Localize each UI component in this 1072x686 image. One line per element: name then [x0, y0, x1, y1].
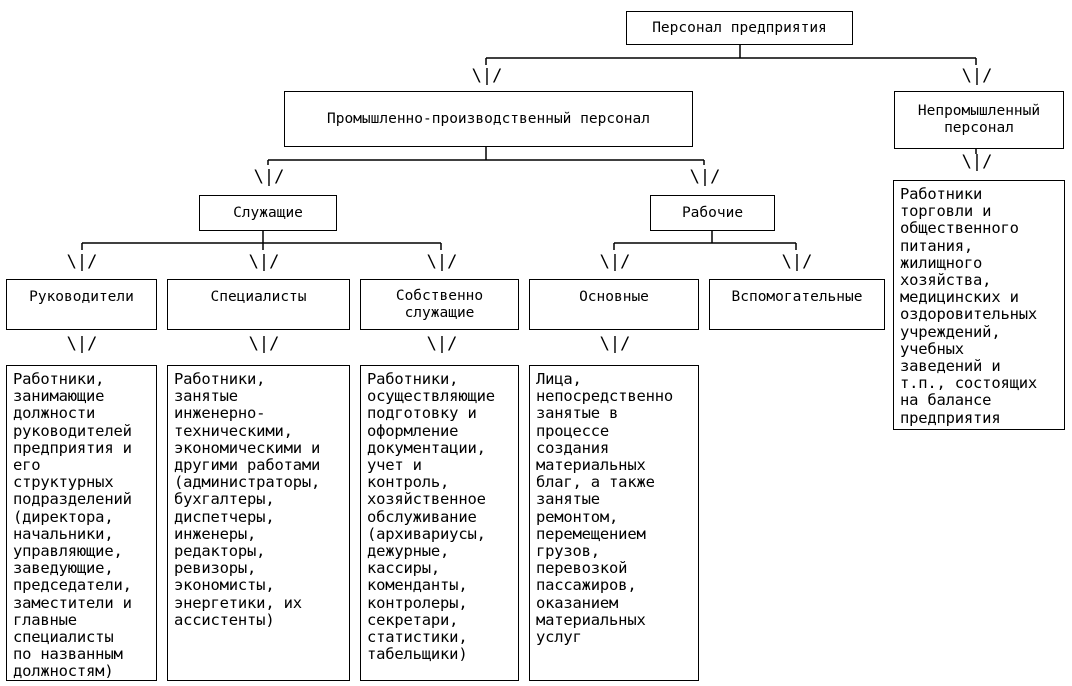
node-nonindustrial-personnel: Непромышленный персонал: [894, 91, 1064, 149]
node-root: Персонал предприятия: [626, 11, 853, 45]
arrow-icon: \|/: [961, 66, 993, 86]
node-managers: Руководители: [6, 279, 157, 330]
node-main-workers: Основные: [529, 279, 699, 330]
desc-clerks: Работники, осуществляющие подготовку и о…: [360, 365, 519, 681]
arrow-icon: \|/: [66, 252, 98, 272]
arrow-icon: \|/: [689, 167, 721, 187]
arrow-icon: \|/: [426, 252, 458, 272]
arrow-icon: \|/: [248, 252, 280, 272]
desc-main-workers: Лица, непосредственно занятые в процессе…: [529, 365, 699, 681]
node-employees: Служащие: [199, 195, 337, 231]
desc-nonindustrial-personnel: Работники торговли и общественного питан…: [893, 180, 1065, 430]
node-specialists: Специалисты: [167, 279, 350, 330]
node-industrial-personnel: Промышленно-производственный персонал: [284, 91, 693, 147]
arrow-icon: \|/: [253, 167, 285, 187]
desc-specialists: Работники, занятые инженерно- технически…: [167, 365, 350, 681]
node-workers: Рабочие: [650, 195, 775, 231]
arrow-icon: \|/: [781, 252, 813, 272]
arrow-icon: \|/: [471, 66, 503, 86]
arrow-icon: \|/: [961, 152, 993, 172]
arrow-icon: \|/: [426, 334, 458, 354]
arrow-icon: \|/: [599, 252, 631, 272]
arrow-icon: \|/: [599, 334, 631, 354]
arrow-icon: \|/: [248, 334, 280, 354]
desc-managers: Работники, занимающие должности руководи…: [6, 365, 157, 681]
node-clerks: Собственно служащие: [360, 279, 519, 330]
arrow-icon: \|/: [66, 334, 98, 354]
node-aux-workers: Вспомогательные: [709, 279, 885, 330]
